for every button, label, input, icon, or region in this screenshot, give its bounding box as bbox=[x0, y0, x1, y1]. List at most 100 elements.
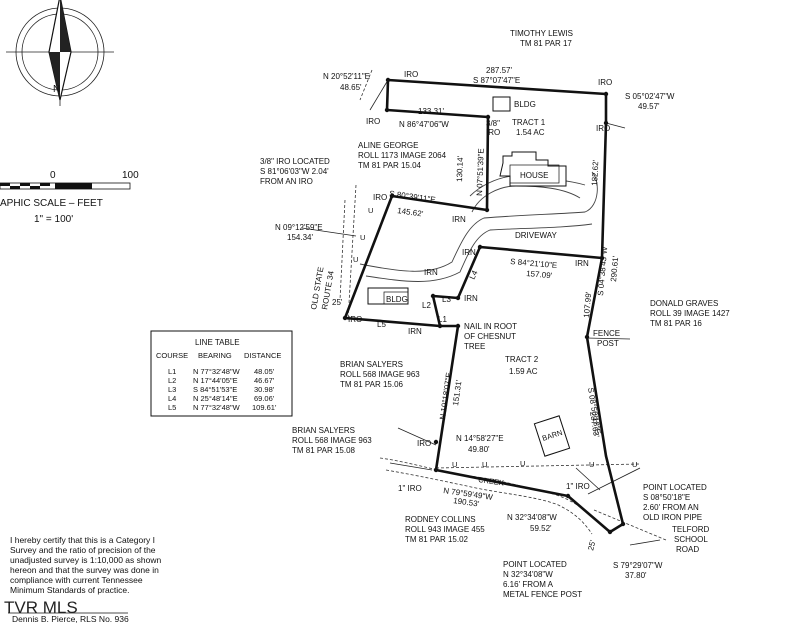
svg-text:37.80': 37.80' bbox=[625, 571, 647, 580]
svg-text:L2: L2 bbox=[422, 301, 431, 310]
course-calls: N 20°52'11"E 48.65' 287.57' S 87°07'47"E… bbox=[275, 66, 675, 580]
point-located-b: POINT LOCATED N 32°34'08"W 6.16' FROM A … bbox=[503, 560, 582, 599]
svg-text:S 87°07'47"E: S 87°07'47"E bbox=[473, 76, 520, 85]
owner-timothy-lewis: TIMOTHY LEWIS TM 81 PAR 17 bbox=[510, 29, 573, 48]
line-table: LINE TABLE COURSE BEARING DISTANCE L1 N … bbox=[150, 330, 293, 417]
svg-text:POST: POST bbox=[597, 339, 619, 348]
owner-brian-salyers-b: BRIAN SALYERS ROLL 568 IMAGE 963 TM 81 P… bbox=[292, 426, 372, 455]
svg-text:TM 81 PAR 15.04: TM 81 PAR 15.04 bbox=[358, 161, 422, 170]
svg-text:OF CHESNUT: OF CHESNUT bbox=[464, 332, 516, 341]
svg-text:U: U bbox=[353, 255, 358, 264]
svg-text:IRO: IRO bbox=[366, 117, 380, 126]
line-table-cell: L1 bbox=[168, 367, 176, 376]
svg-text:OLD IRON PIPE: OLD IRON PIPE bbox=[643, 513, 702, 522]
svg-text:48.65': 48.65' bbox=[340, 83, 362, 92]
svg-text:IRO: IRO bbox=[348, 315, 362, 324]
scale-tick-0: 0 bbox=[50, 170, 56, 181]
svg-text:hereon and that the survey was: hereon and that the survey was done in bbox=[10, 565, 159, 575]
svg-text:1" IRO: 1" IRO bbox=[398, 484, 422, 493]
svg-text:BLDG: BLDG bbox=[386, 295, 408, 304]
svg-text:U: U bbox=[452, 460, 457, 469]
svg-text:151.31': 151.31' bbox=[451, 379, 464, 406]
svg-text:IRO: IRO bbox=[404, 70, 418, 79]
svg-text:TM 81 PAR 15.06: TM 81 PAR 15.06 bbox=[340, 380, 404, 389]
svg-text:TREE: TREE bbox=[464, 342, 485, 351]
svg-text:TIMOTHY LEWIS: TIMOTHY LEWIS bbox=[510, 29, 573, 38]
svg-text:IRO: IRO bbox=[598, 78, 612, 87]
svg-text:S 08°50'18"E: S 08°50'18"E bbox=[643, 493, 690, 502]
svg-text:IRN: IRN bbox=[462, 248, 476, 257]
svg-text:L1: L1 bbox=[438, 315, 447, 324]
svg-text:S 80°39'11"E: S 80°39'11"E bbox=[389, 189, 436, 204]
svg-text:U: U bbox=[368, 206, 373, 215]
utility-line: U U U U U U U U bbox=[353, 206, 637, 469]
svg-text:6.16' FROM A: 6.16' FROM A bbox=[503, 580, 554, 589]
svg-text:IRN: IRN bbox=[464, 294, 478, 303]
svg-text:POINT LOCATED: POINT LOCATED bbox=[643, 483, 707, 492]
nail-note: NAIL IN ROOT OF CHESNUT TREE bbox=[464, 322, 517, 351]
svg-text:N 32°34'08"W: N 32°34'08"W bbox=[503, 570, 553, 579]
owner-donald-graves: DONALD GRAVES ROLL 39 IMAGE 1427 TM 81 P… bbox=[650, 299, 730, 328]
svg-text:IRO: IRO bbox=[417, 439, 431, 448]
svg-text:FROM AN IRO: FROM AN IRO bbox=[260, 177, 313, 186]
line-table-cell: S 84°51'53"E bbox=[193, 385, 237, 394]
svg-text:L5: L5 bbox=[377, 320, 386, 329]
line-table-title: LINE TABLE bbox=[195, 338, 240, 347]
line-table-cell: N 77°32'48"W bbox=[193, 403, 241, 412]
svg-text:DONALD GRAVES: DONALD GRAVES bbox=[650, 299, 718, 308]
svg-text:IRO: IRO bbox=[373, 193, 387, 202]
tract2-area: 1.59 AC bbox=[509, 367, 538, 376]
tract1-area: 1.54 AC bbox=[516, 128, 545, 137]
svg-text:N 86°47'06"W: N 86°47'06"W bbox=[399, 120, 449, 129]
line-table-cell: L4 bbox=[168, 394, 176, 403]
svg-text:ROLL 568 IMAGE 963: ROLL 568 IMAGE 963 bbox=[292, 436, 372, 445]
svg-text:FENCE: FENCE bbox=[593, 329, 620, 338]
svg-text:L4: L4 bbox=[468, 268, 480, 280]
svg-text:IRO: IRO bbox=[596, 124, 610, 133]
house: HOUSE bbox=[499, 151, 567, 187]
line-table-cell: 46.67' bbox=[254, 376, 275, 385]
svg-text:TM 81 PAR 17: TM 81 PAR 17 bbox=[520, 39, 572, 48]
svg-text:unadjusted survey is 1:10,000: unadjusted survey is 1:10,000 as shown bbox=[10, 555, 161, 565]
line-table-cell: L5 bbox=[168, 403, 176, 412]
svg-text:287.63': 287.63' bbox=[588, 411, 601, 439]
svg-text:182.62': 182.62' bbox=[590, 159, 600, 186]
svg-text:NAIL IN ROOT: NAIL IN ROOT bbox=[464, 322, 517, 331]
svg-text:ROLL 568 IMAGE 963: ROLL 568 IMAGE 963 bbox=[340, 370, 420, 379]
svg-text:IRN: IRN bbox=[452, 215, 466, 224]
marker-labels: IRO IRO IRO 3/8" IRO IRO IRO IRN IRN IRN… bbox=[348, 70, 612, 493]
svg-text:U: U bbox=[520, 459, 525, 468]
line-table-cell: N 25°48'14"E bbox=[193, 394, 238, 403]
boundary-tract2 bbox=[434, 257, 625, 534]
svg-text:IRO: IRO bbox=[486, 128, 500, 137]
svg-text:130.14': 130.14' bbox=[455, 155, 465, 182]
adjoining-lines bbox=[301, 69, 667, 546]
graphic-scale: 0 100 APHIC SCALE – FEET 1" = 100' bbox=[0, 170, 139, 225]
svg-text:L3: L3 bbox=[442, 295, 451, 304]
line-labels: L1 L2 L3 L4 L5 bbox=[377, 268, 480, 329]
svg-text:S 81°06'03"W 2.04': S 81°06'03"W 2.04' bbox=[260, 167, 329, 176]
svg-text:25': 25' bbox=[332, 298, 343, 307]
watermark: TVR MLS bbox=[4, 598, 78, 617]
line-table-cell: L3 bbox=[168, 385, 176, 394]
svg-text:U: U bbox=[589, 460, 594, 469]
svg-text:TELFORD: TELFORD bbox=[672, 525, 710, 534]
svg-text:Survey and the ratio of precis: Survey and the ratio of precision of the bbox=[10, 545, 156, 555]
svg-text:N 20°52'11"E: N 20°52'11"E bbox=[323, 72, 370, 81]
svg-text:BLDG: BLDG bbox=[514, 100, 536, 109]
barn: BARN bbox=[533, 415, 571, 457]
svg-text:S 04°38'43"W: S 04°38'43"W bbox=[596, 246, 609, 296]
line-table-cell: 48.05' bbox=[254, 367, 275, 376]
svg-text:N 07°51'39"E: N 07°51'39"E bbox=[475, 148, 486, 196]
line-table-header: DISTANCE bbox=[244, 351, 281, 360]
svg-text:S 05°02'47"W: S 05°02'47"W bbox=[625, 92, 675, 101]
svg-text:107.99': 107.99' bbox=[582, 291, 593, 318]
line-table-header: COURSE bbox=[156, 351, 188, 360]
svg-text:ROAD: ROAD bbox=[676, 545, 699, 554]
svg-text:1" IRO: 1" IRO bbox=[566, 482, 590, 491]
north-letter: N bbox=[53, 84, 60, 95]
tract2-name: TRACT 2 bbox=[505, 355, 539, 364]
svg-text:59.52': 59.52' bbox=[530, 524, 552, 533]
surveyor-signature: Dennis B. Pierce, RLS No. 936 bbox=[12, 614, 129, 624]
